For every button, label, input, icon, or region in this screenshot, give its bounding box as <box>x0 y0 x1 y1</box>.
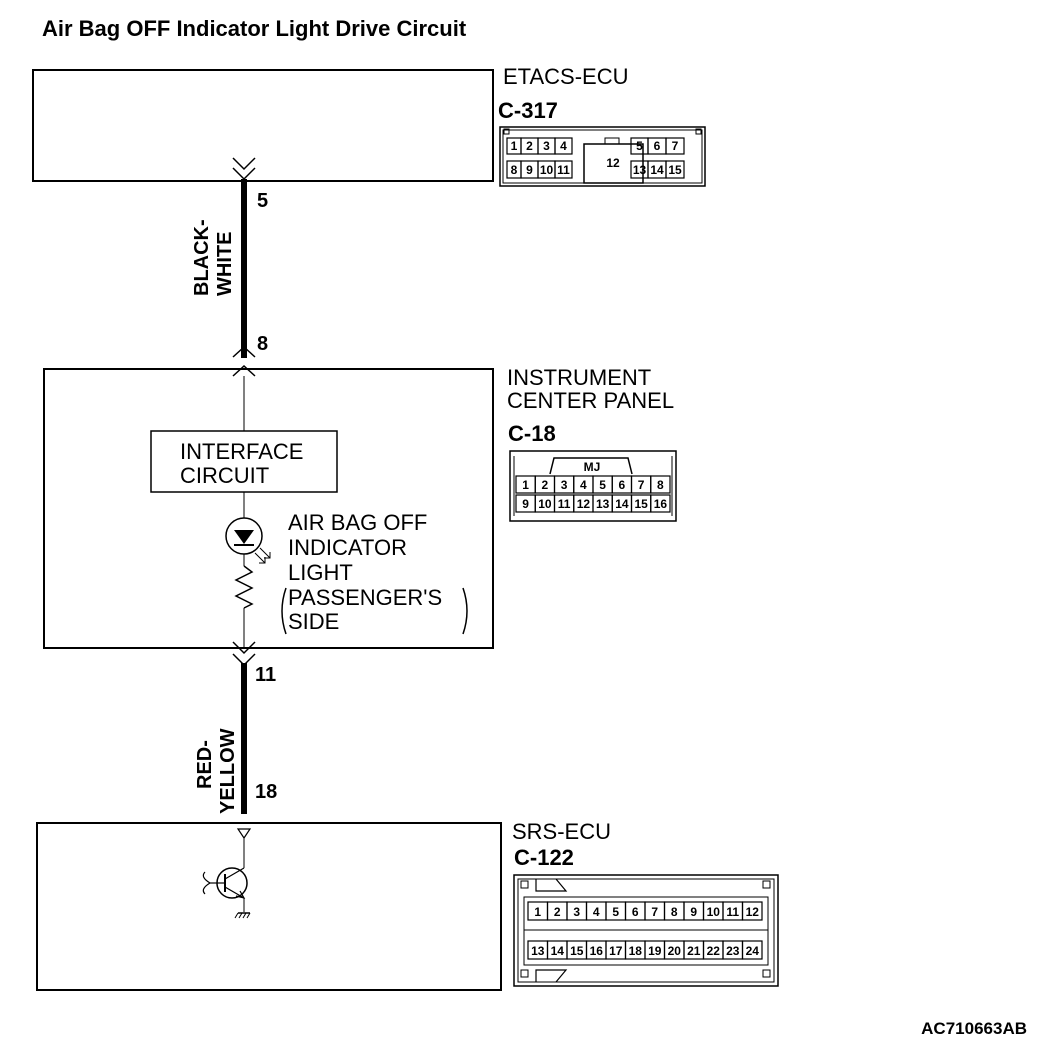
srs-pin-16: 16 <box>590 944 604 958</box>
srs-pin-4: 4 <box>593 905 600 919</box>
etacs-pin-12: 12 <box>606 156 620 170</box>
srs-pin-13: 13 <box>531 944 545 958</box>
panel-pin-5: 5 <box>599 478 606 492</box>
transistor-icon <box>202 867 248 899</box>
etacs-pin-2: 2 <box>526 139 533 153</box>
etacs-cell <box>554 137 573 155</box>
panel-pin-14: 14 <box>615 497 629 511</box>
etacs-pin-4: 4 <box>560 139 567 153</box>
panel-pin-2: 2 <box>542 478 549 492</box>
panel-pin-8-label: 8 <box>257 333 268 355</box>
panel-pin-1: 1 <box>522 478 529 492</box>
etacs-cell <box>665 137 685 155</box>
light-label-line2: INDICATOR <box>288 535 407 560</box>
srs-pin-2: 2 <box>554 905 561 919</box>
etacs-pin-3: 3 <box>543 139 550 153</box>
wire-color-yellow: YELLOW <box>217 728 239 814</box>
light-label-line1: AIR BAG OFF <box>288 510 427 535</box>
panel-pin-13: 13 <box>596 497 610 511</box>
etacs-pin-9: 9 <box>526 163 533 177</box>
light-label-line5: SIDE <box>288 609 339 634</box>
srs-pin-20: 20 <box>668 944 682 958</box>
light-label-line3: LIGHT <box>288 560 353 585</box>
srs-pin-14: 14 <box>551 944 565 958</box>
resistor-icon <box>234 565 254 609</box>
etacs-pin-5-label: 5 <box>257 190 268 212</box>
etacs-cell <box>665 160 685 179</box>
panel-connector-label: C-18 <box>508 421 556 446</box>
panel-pin-6: 6 <box>619 478 626 492</box>
srs-cell <box>741 940 763 960</box>
etacs-pin-14: 14 <box>650 163 664 177</box>
srs-pin-23: 23 <box>726 944 740 958</box>
etacs-ecu-label: ETACS-ECU <box>503 64 629 89</box>
srs-cell <box>741 901 763 921</box>
page-title: Air Bag OFF Indicator Light Drive Circui… <box>42 16 467 41</box>
wire-color-red: RED- <box>194 740 216 789</box>
etacs-pin-8: 8 <box>511 163 518 177</box>
etacs-connector-label: C-317 <box>498 98 558 123</box>
etacs-pin-11: 11 <box>557 163 570 177</box>
etacs-pin-1: 1 <box>511 139 518 153</box>
panel-pin-10: 10 <box>538 497 552 511</box>
etacs-ecu-box <box>32 69 494 182</box>
srs-pin-6: 6 <box>632 905 639 919</box>
panel-connector-key: MJ <box>584 460 601 474</box>
interface-label-line2: CIRCUIT <box>180 463 269 488</box>
etacs-pin-5: 5 <box>636 139 643 153</box>
wire-color-black: BLACK- <box>191 219 213 296</box>
etacs-pin-6: 6 <box>654 139 661 153</box>
srs-pin-11: 11 <box>726 905 739 919</box>
srs-pin-21: 21 <box>687 944 701 958</box>
srs-pin-17: 17 <box>609 944 623 958</box>
wire-color-white: WHITE <box>214 232 236 296</box>
etacs-pin-13: 13 <box>633 163 647 177</box>
srs-ecu-label: SRS-ECU <box>512 819 611 844</box>
panel-pin-11-label: 11 <box>255 664 276 686</box>
srs-pin-1: 1 <box>534 905 541 919</box>
ground-icon <box>234 912 251 919</box>
srs-pin-7: 7 <box>651 905 658 919</box>
panel-cell <box>650 475 671 494</box>
srs-pin-9: 9 <box>690 905 697 919</box>
srs-pin-24: 24 <box>746 944 760 958</box>
srs-pin-15: 15 <box>570 944 584 958</box>
interface-label-line1: INTERFACE <box>180 439 303 464</box>
srs-pin-19: 19 <box>648 944 662 958</box>
srs-pin-18-label: 18 <box>255 781 277 803</box>
srs-connector-label: C-122 <box>514 845 574 870</box>
panel-pin-3: 3 <box>561 478 568 492</box>
panel-pin-16: 16 <box>654 497 668 511</box>
panel-pin-12: 12 <box>577 497 591 511</box>
etacs-cell <box>554 160 573 179</box>
figure-id: AC710663AB <box>921 1019 1027 1038</box>
srs-pin-5: 5 <box>612 905 619 919</box>
etacs-pin-10: 10 <box>540 163 554 177</box>
panel-label-line1: INSTRUMENT <box>507 365 651 390</box>
instrument-center-panel-box <box>43 368 494 649</box>
srs-pin-22: 22 <box>707 944 721 958</box>
panel-pin-4: 4 <box>580 478 587 492</box>
panel-pin-8: 8 <box>657 478 664 492</box>
srs-pin-18: 18 <box>629 944 643 958</box>
panel-label-line2: CENTER PANEL <box>507 388 674 413</box>
light-label-line4: PASSENGER'S <box>288 585 442 610</box>
panel-pin-15: 15 <box>634 497 648 511</box>
srs-pin-8: 8 <box>671 905 678 919</box>
srs-pin-3: 3 <box>573 905 580 919</box>
etacs-pin-15: 15 <box>668 163 682 177</box>
srs-pin-12: 12 <box>746 905 760 919</box>
etacs-pin-7: 7 <box>672 139 679 153</box>
srs-pin-10: 10 <box>707 905 721 919</box>
panel-pin-9: 9 <box>522 497 529 511</box>
panel-pin-11: 11 <box>558 497 571 511</box>
panel-cell <box>650 494 671 513</box>
srs-ecu-box <box>36 822 502 991</box>
led-icon <box>225 517 271 564</box>
panel-pin-7: 7 <box>638 478 645 492</box>
